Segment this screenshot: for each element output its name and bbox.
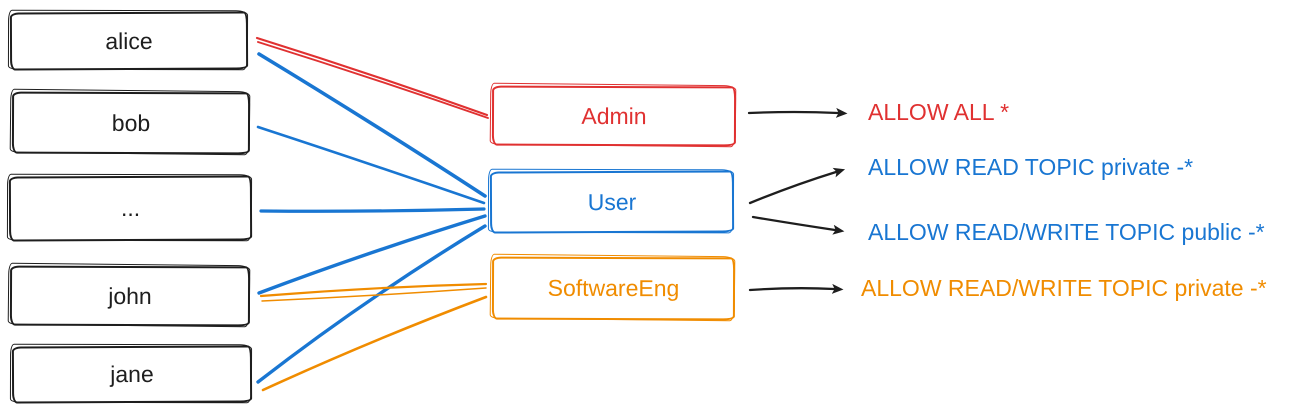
user-box-john: john — [9, 265, 251, 327]
user-box-alice: alice — [9, 11, 249, 71]
edge-dots-user — [259, 207, 486, 213]
role-box-softwareeng: SoftwareEng — [491, 256, 736, 321]
user-label-bob: bob — [111, 109, 151, 136]
user-label-others: ... — [120, 194, 141, 222]
rule-allow-readwrite-public: ALLOW READ/WRITE TOPIC public -* — [868, 219, 1265, 245]
arrow-softwareeng-rule — [748, 283, 844, 294]
user-box-bob: bob — [11, 91, 251, 155]
edge-alice-admin — [255, 36, 489, 117]
role-label-softwareeng: SoftwareEng — [547, 274, 680, 302]
edge-john-user — [257, 214, 487, 295]
edge-jane-user — [256, 224, 487, 384]
rule-allow-readwrite-private: ALLOW READ/WRITE TOPIC private -* — [861, 275, 1267, 301]
edge-john-softwareeng — [259, 282, 488, 298]
edge-john-softwareeng-sketch — [261, 287, 487, 302]
edge-alice-user — [257, 52, 487, 198]
edge-jane-softwareeng — [261, 295, 488, 392]
edge-alice-admin-sketch — [257, 41, 489, 119]
role-label-admin: Admin — [581, 102, 647, 129]
rule-allow-read-private: ALLOW READ TOPIC private -* — [868, 154, 1194, 180]
arrow-user-rule-read — [748, 167, 846, 205]
arrow-admin-rule — [747, 107, 848, 118]
rule-allow-all: ALLOW ALL * — [868, 99, 1010, 125]
user-box-others: ... — [8, 175, 253, 242]
role-box-user: User — [489, 170, 735, 234]
edge-bob-user — [256, 125, 486, 205]
role-label-user: User — [587, 188, 637, 215]
user-label-alice: alice — [105, 27, 153, 54]
user-box-jane: jane — [11, 345, 253, 404]
role-box-admin: Admin — [491, 85, 737, 147]
user-label-john: john — [108, 282, 152, 309]
user-label-jane: jane — [110, 360, 154, 388]
arrow-user-rule-readwrite — [751, 215, 845, 235]
